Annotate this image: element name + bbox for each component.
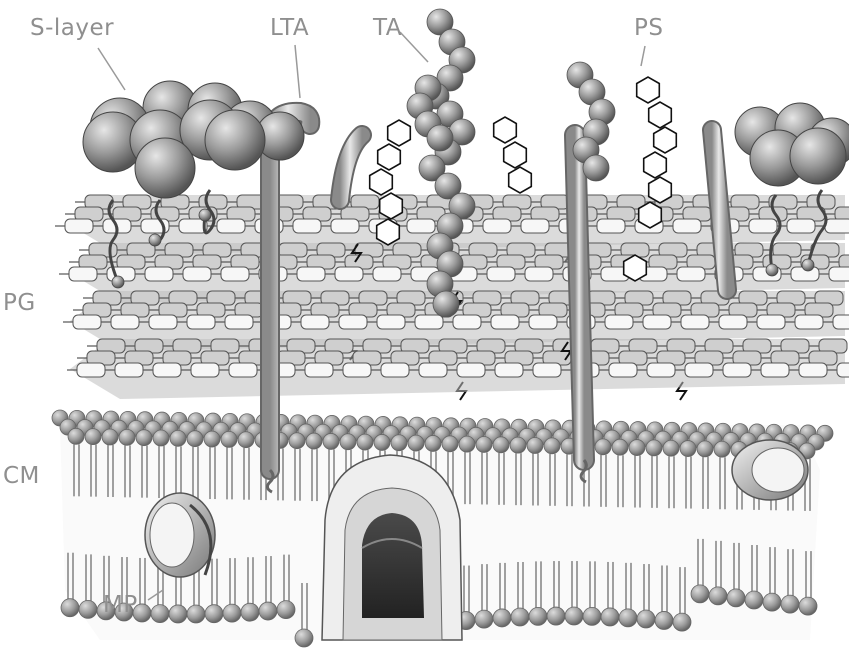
leader-lta	[295, 45, 300, 98]
label-pg: PG	[3, 292, 36, 315]
leader-ps	[641, 46, 645, 66]
membrane-protein-right	[732, 440, 808, 500]
label-lta: LTA	[270, 17, 309, 40]
label-ta: TA	[373, 17, 402, 40]
leader-s-layer	[98, 48, 125, 90]
label-ps: PS	[634, 17, 663, 40]
label-mp: MP	[103, 594, 138, 617]
label-cm: CM	[3, 465, 40, 488]
membrane-protein-left	[145, 493, 215, 577]
membrane-protein-channel	[322, 455, 462, 640]
leader-ta	[400, 32, 428, 62]
label-s-layer: S-layer	[30, 17, 114, 40]
